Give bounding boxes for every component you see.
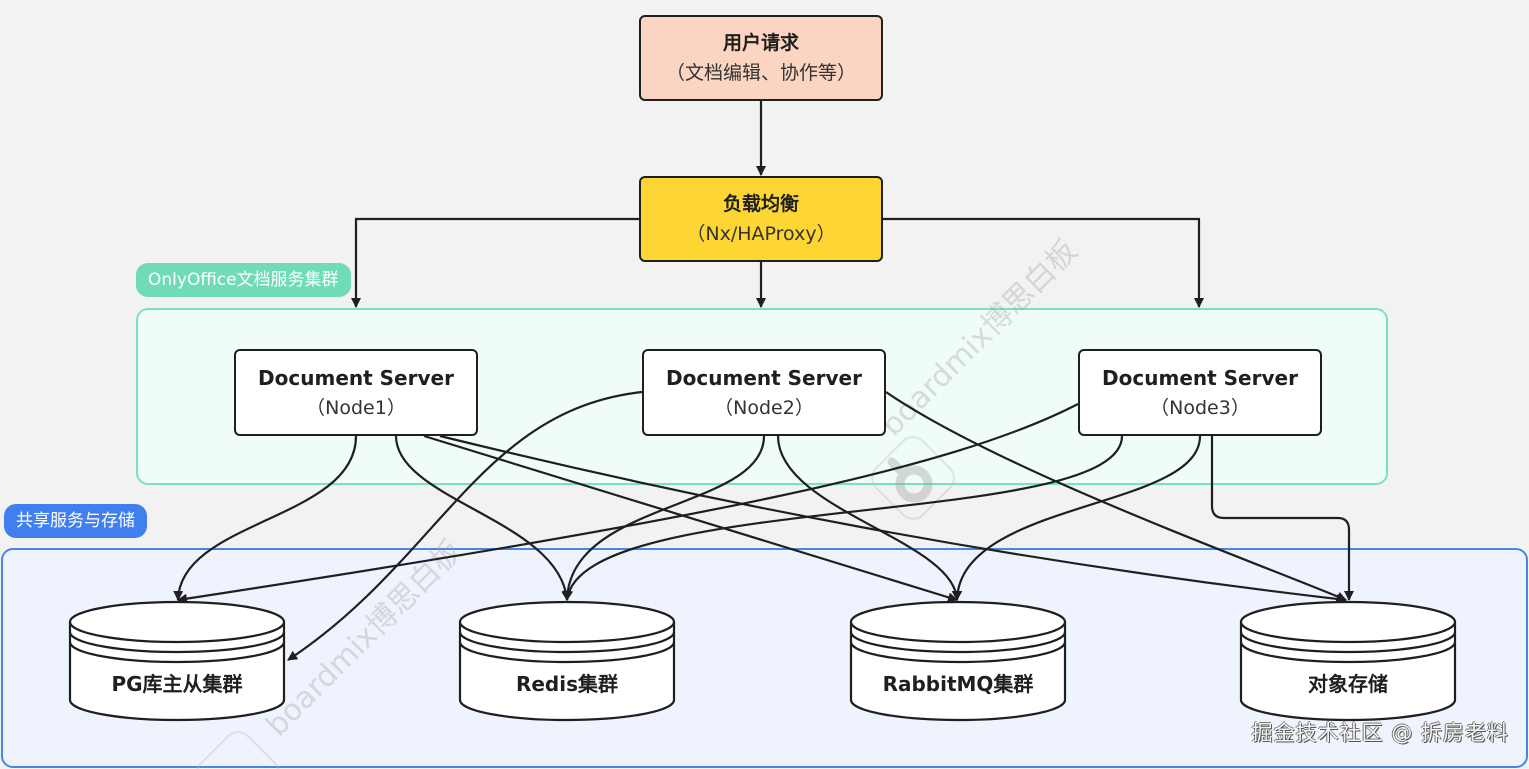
node-title: Document Server [666,365,862,390]
user-request-title: 用户请求 [722,32,799,54]
store-label-pg: PG库主从集群 [111,672,243,696]
edge-node1-to-redis [394,435,572,601]
store-label-redis: Redis集群 [515,672,619,696]
edge-node3-to-rabbitmq [952,435,1202,601]
edge-node1-to-object [439,434,1347,604]
edge-node3-to-redis [563,435,1124,601]
store-label-rabbitmq: RabbitMQ集群 [882,672,1034,696]
edge-node2-to-rabbitmq [776,435,962,601]
edge-node1-to-rabbitmq [423,434,958,603]
footer-credit: 掘金技术社区 @ 拆房老料 [1251,721,1509,745]
edge-lb-to-node1 [351,217,639,308]
database-cylinder-icon [849,600,1067,722]
load-balancer-title: 负载均衡 [722,193,799,215]
edge-node1-to-pg [173,435,358,601]
edge-node2-to-pg [287,390,643,661]
load-balancer-subtitle: （Nx/HAProxy） [686,223,836,245]
node-title: Document Server [1102,365,1298,390]
node-subtitle: （Node2） [714,396,814,419]
cluster-group-label: OnlyOffice文档服务集群 [136,263,351,297]
document-server-node1: Document Server （Node1） [234,349,478,436]
edge-node2-to-object [885,391,1347,602]
edge-node3-to-object [1210,436,1354,601]
node-subtitle: （Node1） [306,396,406,419]
load-balancer-box: 负载均衡 （Nx/HAProxy） [639,176,883,262]
store-label-object-storage: 对象存储 [1308,672,1388,696]
user-request-box: 用户请求 （文档编辑、协作等） [639,15,883,101]
boardmix-logo-icon [196,731,280,769]
node-title: Document Server [258,365,454,390]
user-request-subtitle: （文档编辑、协作等） [665,62,856,84]
storage-group-label: 共享服务与存储 [4,504,147,538]
document-server-node3: Document Server （Node3） [1078,349,1322,436]
edge-node2-to-redis [562,435,766,601]
database-cylinder-icon [1239,600,1457,722]
edge-node3-to-pg [177,403,1079,604]
document-server-node2: Document Server （Node2） [642,349,886,436]
edge-lb-to-node3 [883,217,1204,308]
node-subtitle: （Node3） [1150,396,1250,419]
database-cylinder-icon [458,600,676,722]
database-cylinder-icon [68,600,286,722]
